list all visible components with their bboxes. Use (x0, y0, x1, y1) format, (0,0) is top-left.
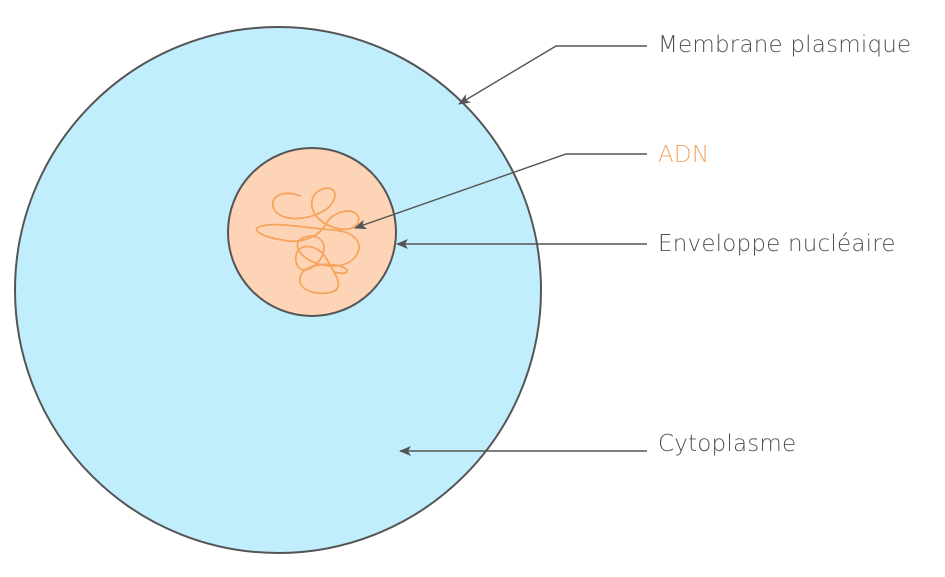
dna-strand (255, 187, 360, 295)
dna-leader (354, 153, 647, 230)
membrane-label: Membrane plasmique (658, 32, 911, 58)
nucleus (227, 147, 397, 317)
cytoplasm-label: Cytoplasme (658, 431, 796, 457)
membrane-leader (458, 45, 647, 105)
dna-label: ADN (658, 142, 709, 168)
envelope-label: Enveloppe nucléaire (658, 231, 896, 257)
